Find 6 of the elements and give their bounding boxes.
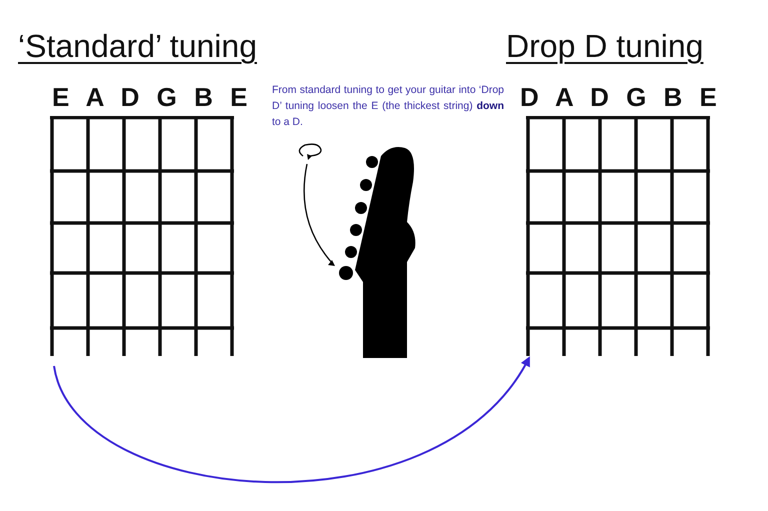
string-names: E A D G B E	[52, 82, 248, 113]
instruction-text: From standard tuning to get your guitar into ‘Drop D’ tuning loosen the E (the thickest string) down to a D.	[272, 83, 504, 130]
diagram-heading: ‘Standard’ tuning	[18, 28, 257, 65]
curved-arrow	[53, 356, 530, 483]
diagram-heading: Drop D tuning	[506, 28, 704, 65]
string-names: D A D G B E	[520, 82, 717, 113]
